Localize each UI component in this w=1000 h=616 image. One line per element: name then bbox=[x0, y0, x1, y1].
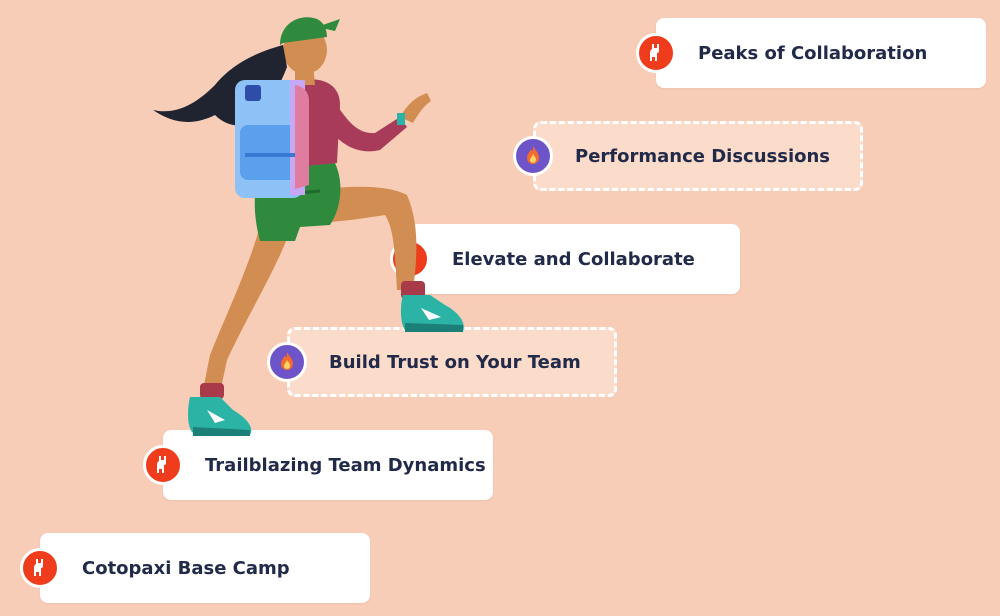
flame-icon bbox=[267, 342, 307, 382]
step-label: Elevate and Collaborate bbox=[452, 248, 695, 270]
flame-icon bbox=[513, 136, 553, 176]
step-label: Peaks of Collaboration bbox=[698, 42, 928, 64]
step-label: Performance Discussions bbox=[575, 145, 831, 167]
llama-icon bbox=[636, 33, 676, 73]
step-trailblazing-team-dynamics[interactable]: Trailblazing Team Dynamics bbox=[163, 430, 493, 500]
step-peaks-of-collaboration[interactable]: Peaks of Collaboration bbox=[656, 18, 986, 88]
step-label: Cotopaxi Base Camp bbox=[82, 557, 290, 579]
llama-icon bbox=[20, 548, 60, 588]
step-performance-discussions[interactable]: Performance Discussions bbox=[533, 121, 863, 191]
llama-icon bbox=[143, 445, 183, 485]
step-cotopaxi-base-camp[interactable]: Cotopaxi Base Camp bbox=[40, 533, 370, 603]
step-label: Trailblazing Team Dynamics bbox=[205, 454, 486, 476]
step-label: Build Trust on Your Team bbox=[329, 351, 581, 373]
step-elevate-and-collaborate[interactable]: Elevate and Collaborate bbox=[410, 224, 740, 294]
hiker-illustration bbox=[153, 17, 464, 436]
